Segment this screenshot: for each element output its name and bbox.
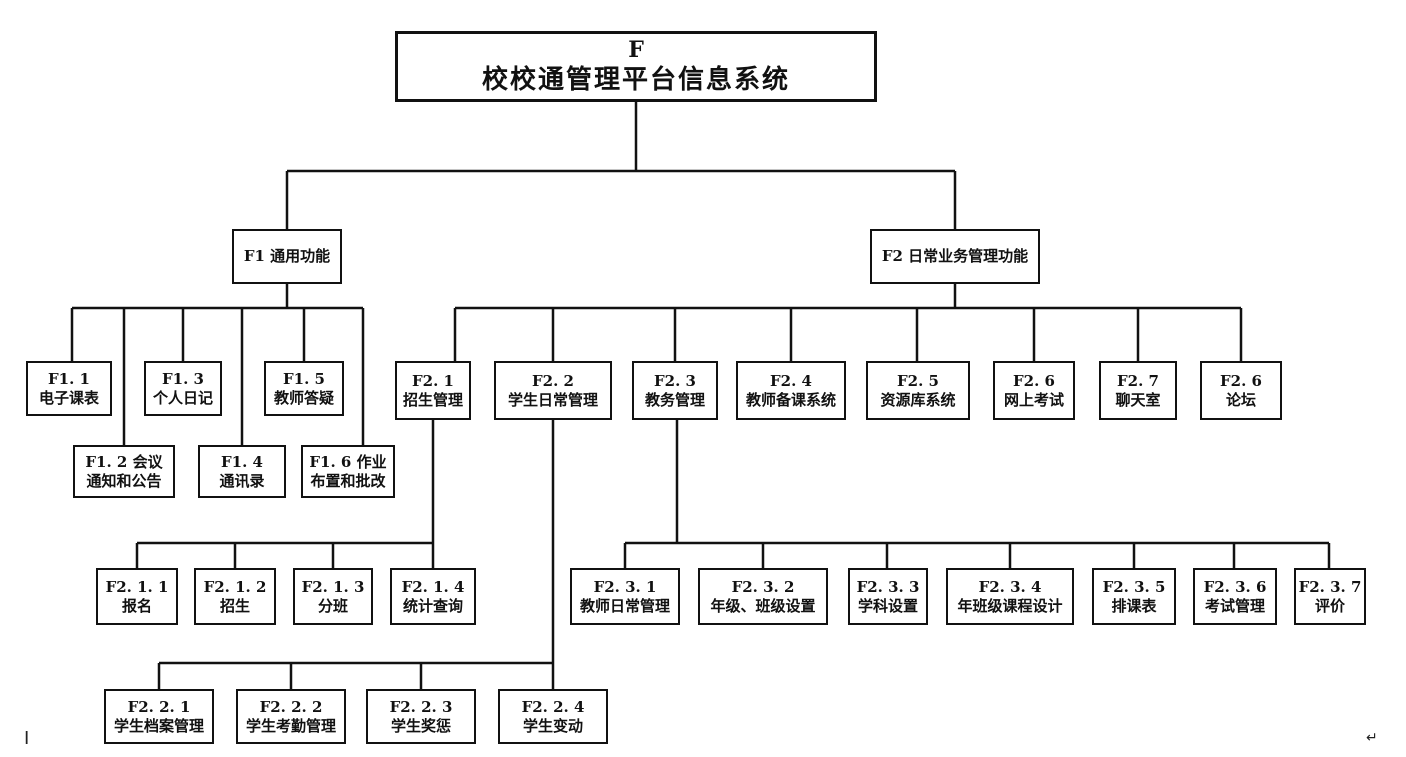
node-code: F1. 1: [48, 369, 90, 388]
node-label: F2 日常业务管理功能: [881, 247, 1029, 266]
node-code: F2. 2. 4: [521, 697, 585, 716]
node-title: 学科设置: [857, 596, 918, 615]
node-label: F1 通用功能: [243, 247, 331, 266]
node-f2-3-4: F2. 3. 4 年班级课程设计: [946, 568, 1074, 625]
node-f2-5: F2. 5 资源库系统: [866, 361, 970, 420]
node-f2-3-7: F2. 3. 7 评价: [1294, 568, 1366, 625]
node-code: F1. 5: [283, 369, 325, 388]
node-code: F2. 1. 1: [105, 577, 169, 596]
node-title: 教师日常管理: [579, 596, 670, 615]
node-title: 评价: [1314, 596, 1345, 615]
node-f2-3-3: F2. 3. 3 学科设置: [848, 568, 928, 625]
node-title: 学生考勤管理: [245, 716, 336, 735]
node-title: 排课表: [1111, 596, 1157, 615]
node-f2-3-5: F2. 3. 5 排课表: [1092, 568, 1176, 625]
node-title: 学生奖惩: [390, 716, 451, 735]
node-code: F2. 3. 7: [1298, 577, 1362, 596]
node-code: F1. 4: [221, 452, 263, 471]
node-f2-6: F2. 6 网上考试: [993, 361, 1075, 420]
node-code: F2. 2: [532, 371, 574, 390]
node-f2-3-2: F2. 3. 2 年级、班级设置: [698, 568, 828, 625]
node-f2-3-1: F2. 3. 1 教师日常管理: [570, 568, 680, 625]
node-f2-1-1: F2. 1. 1 报名: [96, 568, 178, 625]
node-f1-1: F1. 1 电子课表: [26, 361, 112, 416]
node-title: 统计查询: [402, 596, 463, 615]
node-f2-1-4: F2. 1. 4 统计查询: [390, 568, 476, 625]
node-code: F2. 3. 2: [731, 577, 795, 596]
node-f1-6: F1. 6 作业 布置和批改: [301, 445, 395, 498]
node-code: F2. 6: [1220, 371, 1262, 390]
node-f2-4: F2. 4 教师备课系统: [736, 361, 846, 420]
node-code: F1. 6 作业: [309, 452, 387, 471]
node-f2-2: F2. 2 学生日常管理: [494, 361, 612, 420]
node-title: 通知和公告: [86, 471, 162, 490]
node-title: 论坛: [1225, 390, 1256, 409]
node-code: F2. 1. 2: [203, 577, 267, 596]
node-title: 个人日记: [152, 388, 213, 407]
node-title: 学生档案管理: [113, 716, 204, 735]
node-title: 聊天室: [1115, 390, 1161, 409]
text-cursor-mark: I: [24, 728, 30, 749]
node-f2-1: F2. 1 招生管理: [395, 361, 471, 420]
node-f1: F1 通用功能: [232, 229, 342, 284]
node-code: F2. 6: [1013, 371, 1055, 390]
node-f2-7: F2. 7 聊天室: [1099, 361, 1177, 420]
node-title: 教务管理: [644, 390, 705, 409]
node-f2-2-3: F2. 2. 3 学生奖惩: [366, 689, 476, 744]
node-title: 招生管理: [402, 390, 463, 409]
node-title: 教师答疑: [273, 388, 334, 407]
node-code: F2. 3. 4: [978, 577, 1042, 596]
node-code: F2. 1: [412, 371, 454, 390]
node-title: 分班: [317, 596, 348, 615]
node-title: 年班级课程设计: [957, 596, 1063, 615]
node-f1-4: F1. 4 通讯录: [198, 445, 286, 498]
node-code: F2. 3. 6: [1203, 577, 1267, 596]
node-f2-2-1: F2. 2. 1 学生档案管理: [104, 689, 214, 744]
node-f2-8: F2. 6 论坛: [1200, 361, 1282, 420]
node-title: 通讯录: [219, 471, 265, 490]
node-code: F2. 3. 5: [1102, 577, 1166, 596]
node-f1-3: F1. 3 个人日记: [144, 361, 222, 416]
node-code: F2. 3. 3: [856, 577, 920, 596]
node-title: 资源库系统: [880, 390, 956, 409]
node-f2-2-2: F2. 2. 2 学生考勤管理: [236, 689, 346, 744]
node-f2-1-2: F2. 1. 2 招生: [194, 568, 276, 625]
node-code: F2. 1. 3: [301, 577, 365, 596]
node-code: F: [628, 36, 644, 63]
node-f1-5: F1. 5 教师答疑: [264, 361, 344, 416]
node-title: 报名: [121, 596, 152, 615]
node-title: 学生变动: [522, 716, 583, 735]
node-f2-3: F2. 3 教务管理: [632, 361, 718, 420]
node-code: F2. 4: [770, 371, 812, 390]
node-code: F2. 5: [897, 371, 939, 390]
node-f2-3-6: F2. 3. 6 考试管理: [1193, 568, 1277, 625]
node-f2: F2 日常业务管理功能: [870, 229, 1040, 284]
node-title: 校校通管理平台信息系统: [481, 65, 790, 95]
node-code: F2. 2. 1: [127, 697, 191, 716]
node-title: 教师备课系统: [745, 390, 836, 409]
node-title: 电子课表: [38, 388, 99, 407]
node-title: 考试管理: [1204, 596, 1265, 615]
node-code: F2. 2. 3: [389, 697, 453, 716]
node-title: 布置和批改: [310, 471, 386, 490]
node-code: F2. 7: [1117, 371, 1159, 390]
node-f2-1-3: F2. 1. 3 分班: [293, 568, 373, 625]
node-f1-2: F1. 2 会议 通知和公告: [73, 445, 175, 498]
node-title: 网上考试: [1003, 390, 1064, 409]
node-title: 学生日常管理: [507, 390, 598, 409]
node-title: 招生: [219, 596, 250, 615]
node-title: 年级、班级设置: [710, 596, 816, 615]
node-code: F2. 3. 1: [593, 577, 657, 596]
node-f2-2-4: F2. 2. 4 学生变动: [498, 689, 608, 744]
root-node: F 校校通管理平台信息系统: [395, 31, 877, 102]
node-code: F2. 3: [654, 371, 696, 390]
node-code: F1. 2 会议: [85, 452, 163, 471]
return-symbol-mark: ↵: [1366, 730, 1378, 746]
node-code: F1. 3: [162, 369, 204, 388]
node-code: F2. 1. 4: [401, 577, 465, 596]
node-code: F2. 2. 2: [259, 697, 323, 716]
